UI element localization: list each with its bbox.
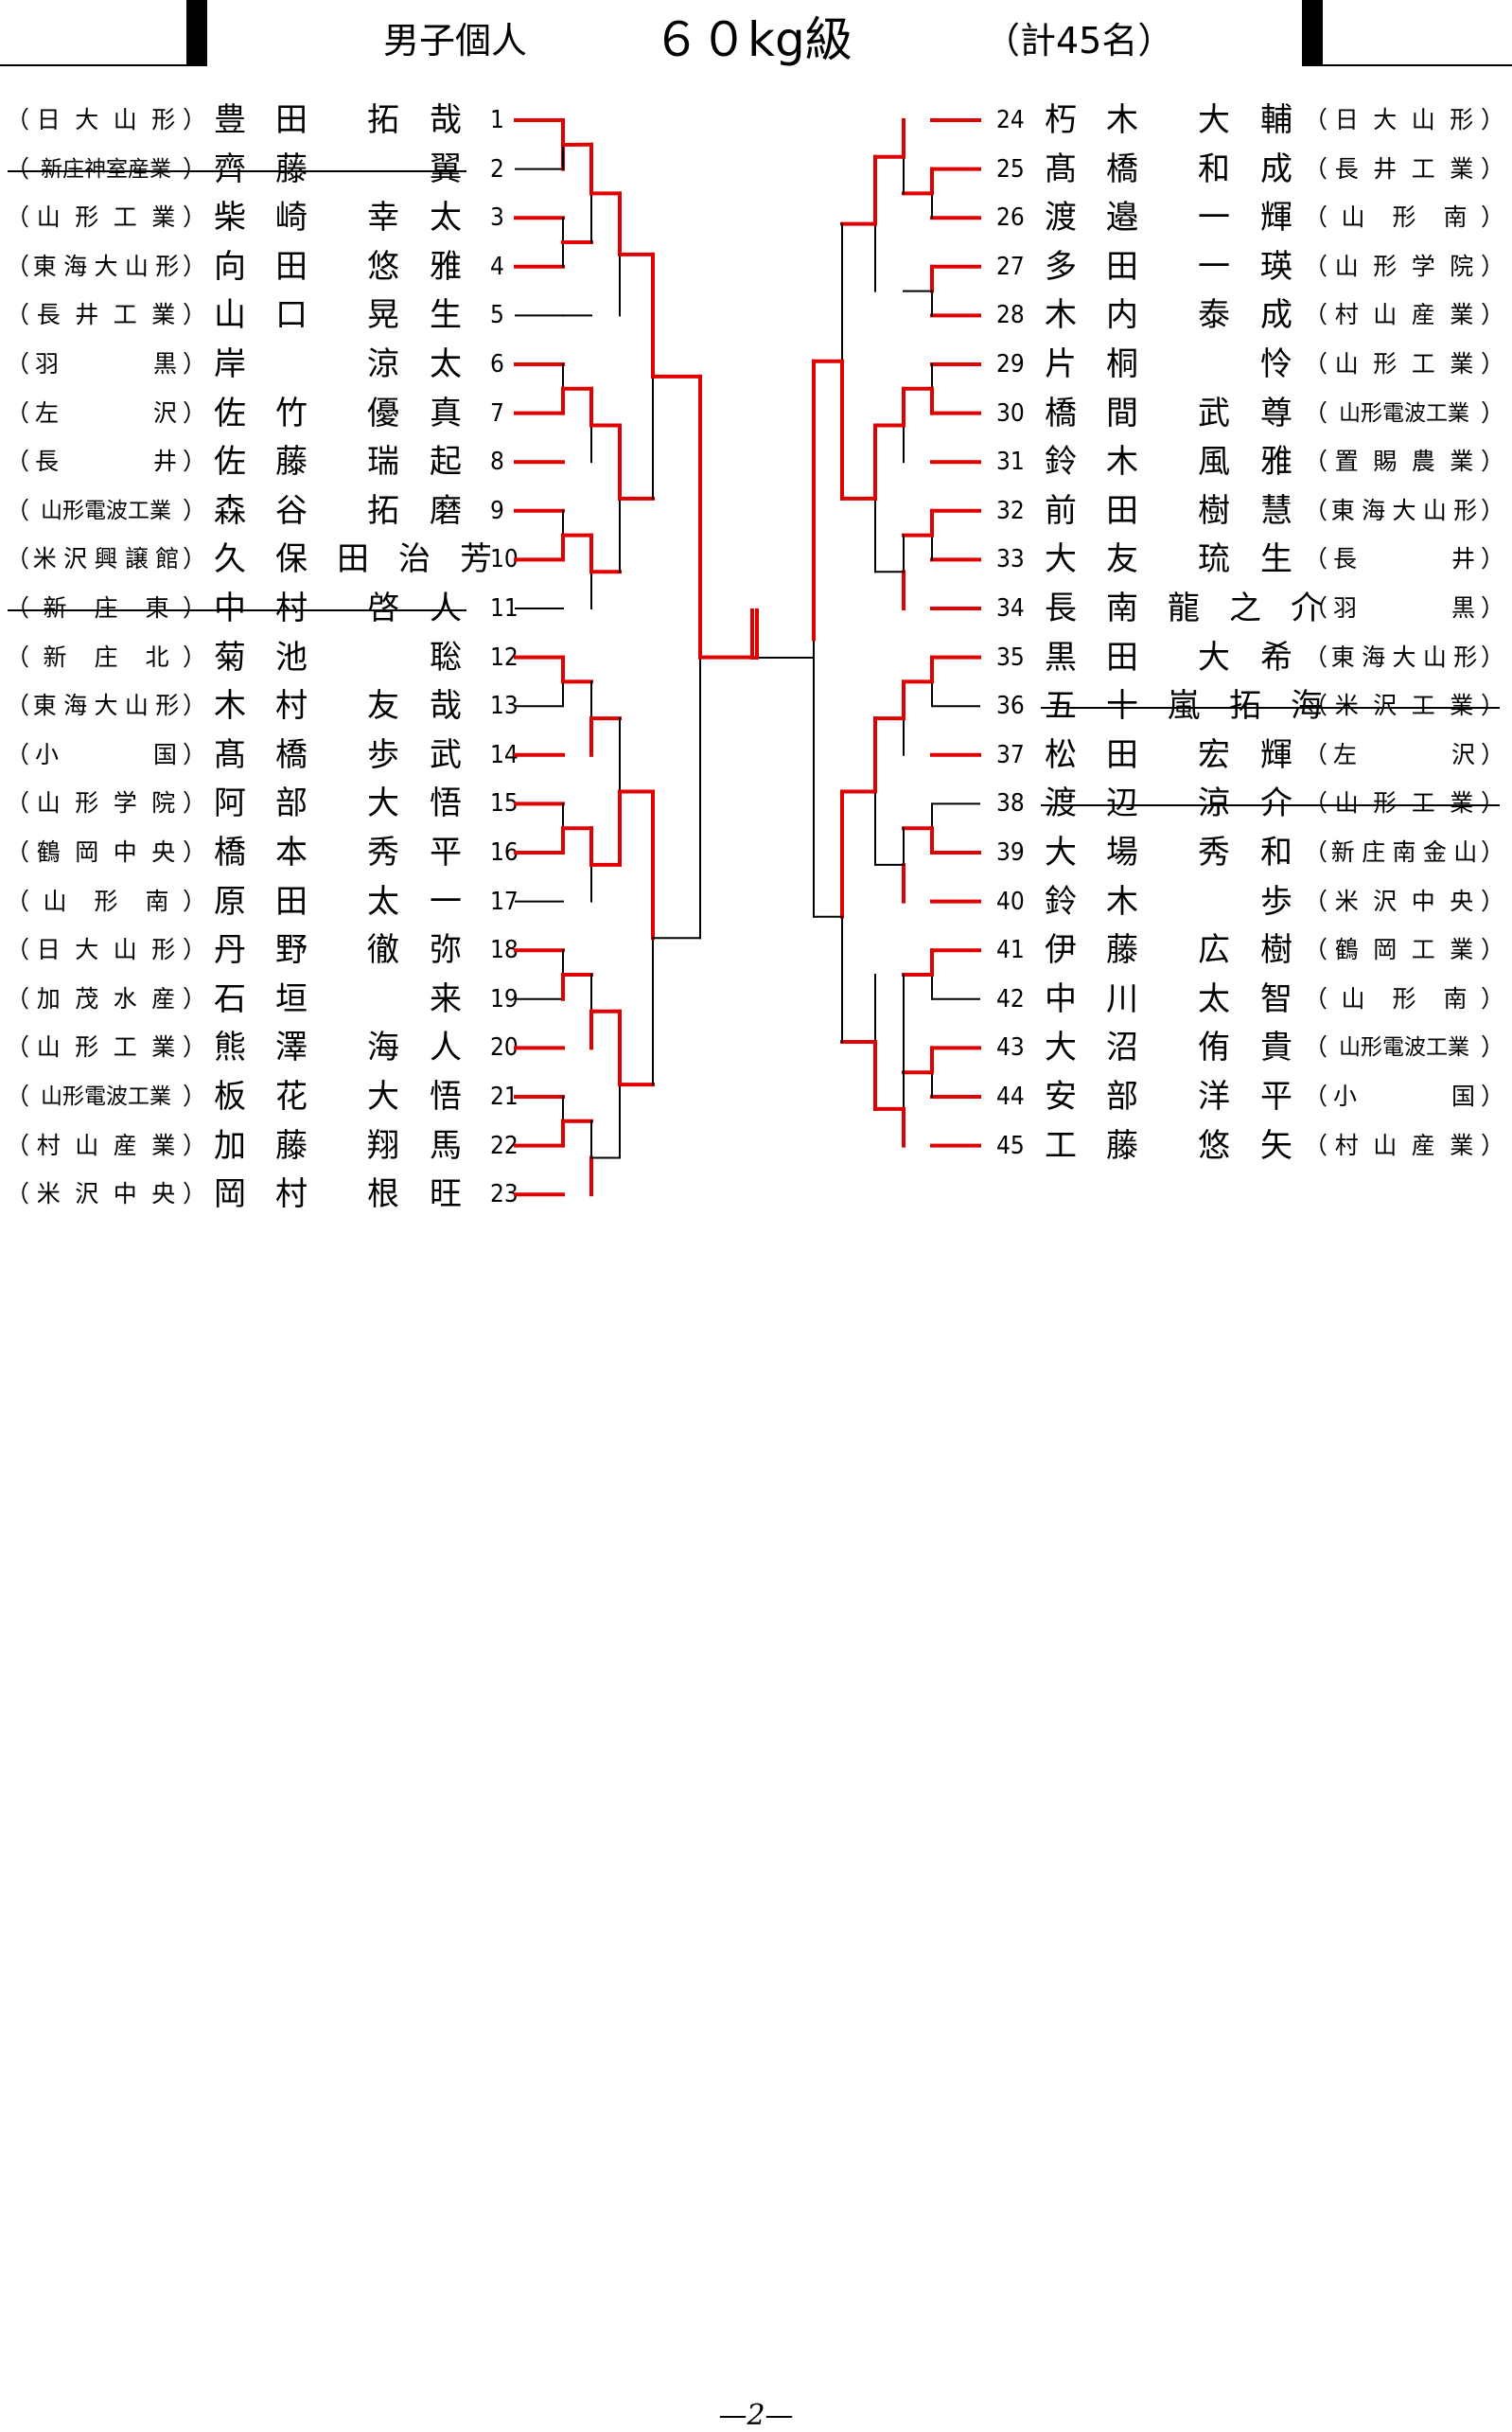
page-number: —2— — [0, 2399, 1512, 2432]
tournament-bracket — [0, 0, 1512, 1249]
